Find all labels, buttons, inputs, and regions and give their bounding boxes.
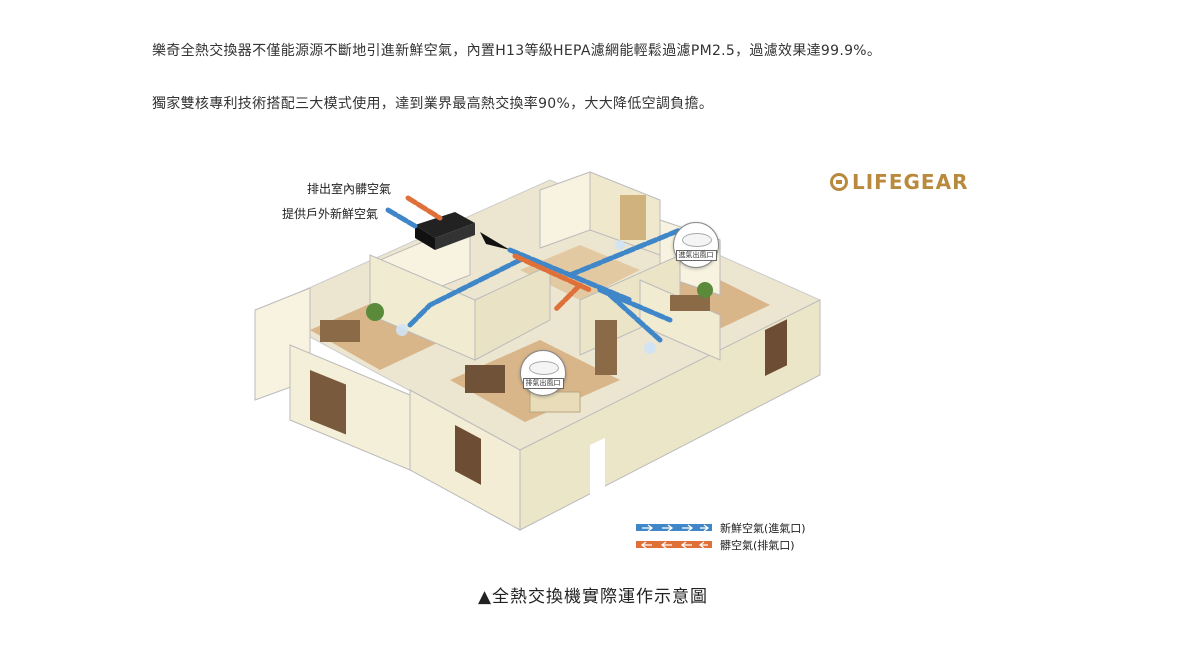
- window-front: [455, 425, 481, 485]
- fresh-duct-branch-2: [567, 227, 683, 278]
- figure-caption: ▲全熱交換機實際運作示意圖: [477, 587, 709, 607]
- heat-exchanger-unit-side: [415, 225, 435, 250]
- dirty-duct-branch: [552, 282, 583, 313]
- curtain: [620, 195, 646, 240]
- lifegear-wordmark: LIFEGEAR: [852, 170, 969, 194]
- heat-exchanger-unit: [415, 212, 475, 238]
- plant-2: [697, 282, 713, 298]
- supply-vent-label: 進氣出風口: [675, 250, 717, 261]
- callout-exhaust-air: 排出室內髒空氣: [307, 182, 392, 196]
- legend-dirty-air: 髒空氣(排氣口): [636, 536, 806, 553]
- intro-paragraph-1: 樂奇全熱交換器不僅能源源不斷地引進新鮮空氣，內置H13等級HEPA濾網能輕鬆過濾…: [152, 43, 882, 59]
- dining-table: [670, 295, 710, 311]
- fresh-air-arrow-icon: [636, 524, 712, 531]
- fresh-duct-intake: [385, 207, 418, 229]
- fresh-duct-branch-4: [597, 287, 673, 323]
- exhaust-vent-label: 排氣出風口: [522, 378, 564, 389]
- fresh-duct-branch-1: [407, 257, 523, 328]
- airflow-legend: 新鮮空氣(進氣口) 髒空氣(排氣口): [636, 519, 806, 553]
- lifegear-logo: LIFEGEAR: [830, 170, 968, 194]
- bedroom-cabinet: [465, 365, 505, 393]
- puff-1: [396, 324, 408, 336]
- supply-vent-bubble: 進氣出風口: [673, 222, 719, 268]
- dirty-air-arrow-icon: [636, 541, 712, 548]
- intro-paragraph-2: 獨家雙核專利技術搭配三大模式使用，達到業界最高熱交換率90%，大大降低空調負擔。: [152, 96, 714, 112]
- unit-cone: [480, 232, 510, 250]
- ceiling-vent-icon: [682, 233, 712, 247]
- puff-3: [615, 240, 625, 250]
- dirty-air-ducts: [405, 195, 593, 313]
- callout-fresh-air: 提供戶外新鮮空氣: [282, 207, 379, 221]
- dirty-duct-exhaust: [405, 195, 443, 221]
- wall-interior-2: [474, 264, 551, 361]
- fresh-air-ducts: [385, 207, 683, 343]
- tv-cabinet: [320, 320, 360, 342]
- doorway-gap: [590, 438, 605, 512]
- window-right: [765, 319, 787, 377]
- puff-2: [644, 342, 656, 354]
- legend-fresh-air: 新鮮空氣(進氣口): [636, 519, 806, 536]
- fresh-duct-branch-3: [607, 292, 663, 343]
- legend-dirty-air-label: 髒空氣(排氣口): [720, 538, 795, 552]
- airflow-puffs: [396, 240, 656, 354]
- lifegear-mark-icon: [830, 173, 848, 191]
- heat-exchanger-unit-front: [435, 223, 475, 250]
- bookshelf: [595, 320, 617, 375]
- ceiling-vent-icon: [529, 361, 559, 375]
- plant-1: [366, 303, 384, 321]
- window-left: [310, 369, 346, 435]
- exhaust-vent-bubble: 排氣出風口: [520, 350, 566, 396]
- legend-fresh-air-label: 新鮮空氣(進氣口): [720, 521, 806, 535]
